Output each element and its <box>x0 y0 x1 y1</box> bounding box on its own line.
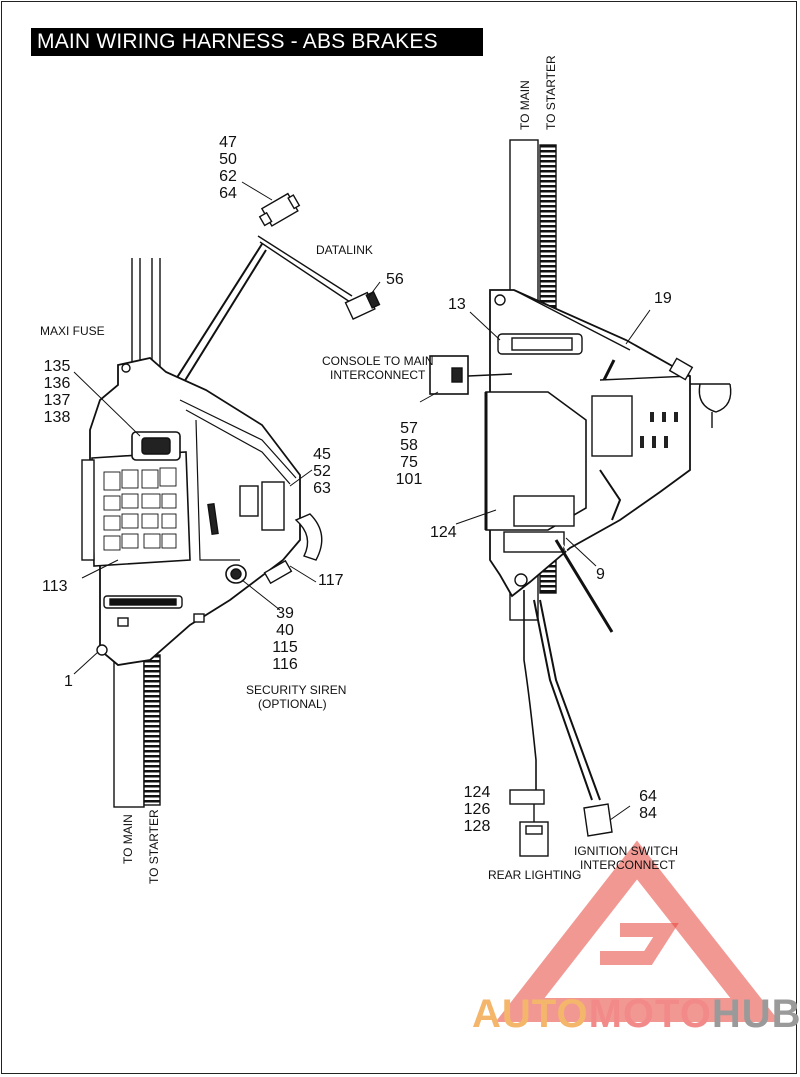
connector-47 <box>258 192 301 227</box>
main-conduit-left <box>113 654 145 808</box>
label-datalink: DATALINK <box>316 243 373 257</box>
label-console-interconnect: CONSOLE TO MAIN INTERCONNECT <box>322 354 434 382</box>
starter-conduit-left <box>143 654 161 806</box>
callout-113: 113 <box>42 578 68 595</box>
rear-lighting-connector <box>519 821 549 857</box>
callout-19: 19 <box>654 290 672 307</box>
label-maxi-fuse: MAXI FUSE <box>40 324 105 338</box>
ignition-connector <box>583 803 613 837</box>
rear-lighting-boot <box>509 789 545 805</box>
fuse-box <box>91 451 191 567</box>
label-ignition-interconnect: IGNITION SWITCH INTERCONNECT <box>574 844 678 872</box>
label-security-siren: SECURITY SIREN (OPTIONAL) <box>246 683 347 711</box>
callout-117: 117 <box>318 572 344 589</box>
callout-9: 9 <box>596 566 605 583</box>
label-to-starter-top: TO STARTER <box>544 55 558 130</box>
callout-56: 56 <box>386 271 404 288</box>
label-to-starter-bottom: TO STARTER <box>147 809 161 884</box>
callout-1: 1 <box>64 673 73 690</box>
watermark-text: AUTOMOTOHUB <box>472 992 800 1036</box>
callout-124-top: 124 <box>430 524 457 541</box>
label-to-main-top: TO MAIN <box>518 80 532 130</box>
watermark-logo <box>495 840 780 1022</box>
label-to-main-bottom: TO MAIN <box>121 814 135 864</box>
callout-13: 13 <box>448 296 466 313</box>
label-rear-lighting: REAR LIGHTING <box>488 868 582 882</box>
page-title: MAIN WIRING HARNESS - ABS BRAKES <box>31 28 483 56</box>
